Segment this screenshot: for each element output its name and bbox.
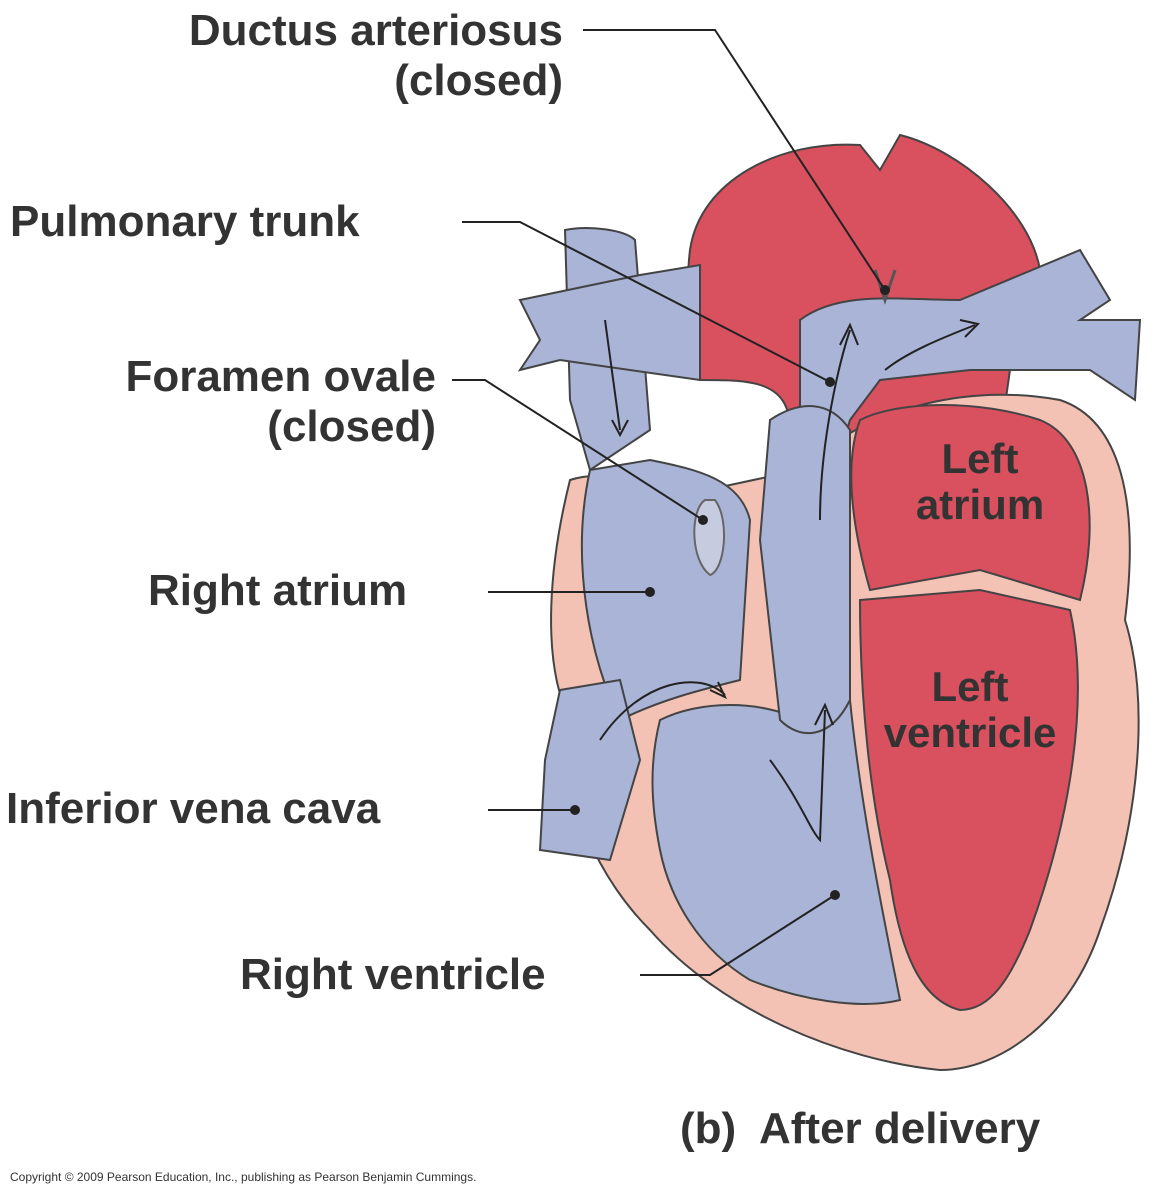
label-right-atrium: Right atrium [148, 566, 408, 615]
label-foramen-line2: (closed) [267, 402, 436, 451]
label-ductus-line2: (closed) [394, 56, 563, 105]
label-right-ventricle: Right ventricle [240, 950, 546, 999]
label-left-atrium-line2: atrium [915, 481, 1045, 528]
inferior-vena-cava-vessel [538, 678, 642, 862]
pulmonary-veins-left [517, 263, 701, 382]
label-ductus-arteriosus: Ductus arteriosus (closed) [189, 6, 563, 106]
label-left-ventricle-line2: ventricle [883, 709, 1057, 756]
copyright-notice: Copyright © 2009 Pearson Education, Inc.… [10, 1170, 477, 1184]
label-left-ventricle: Left ventricle [870, 664, 1070, 756]
left-ventricle-chamber [858, 588, 1079, 1012]
right-atrium-chamber [580, 458, 752, 722]
label-left-atrium: Left atrium [880, 436, 1080, 528]
label-foramen-ovale: Foramen ovale (closed) [125, 352, 436, 452]
pulmonary-trunk [799, 248, 1142, 524]
label-pulmonary-trunk: Pulmonary trunk [10, 197, 360, 246]
label-left-ventricle-line1: Left [931, 663, 1009, 710]
label-inferior-vena-cava: Inferior vena cava [6, 784, 381, 833]
blood-flow-arrows [599, 319, 980, 843]
label-left-atrium-line1: Left [941, 435, 1019, 482]
label-foramen-line1: Foramen ovale [125, 352, 436, 401]
left-atrium-chamber [850, 404, 1091, 602]
label-ductus-line1: Ductus arteriosus [188, 6, 563, 55]
interventricular-septum-blue [758, 405, 851, 734]
leader-lines [452, 29, 890, 976]
figure-caption: (b) After delivery [680, 1104, 1041, 1153]
